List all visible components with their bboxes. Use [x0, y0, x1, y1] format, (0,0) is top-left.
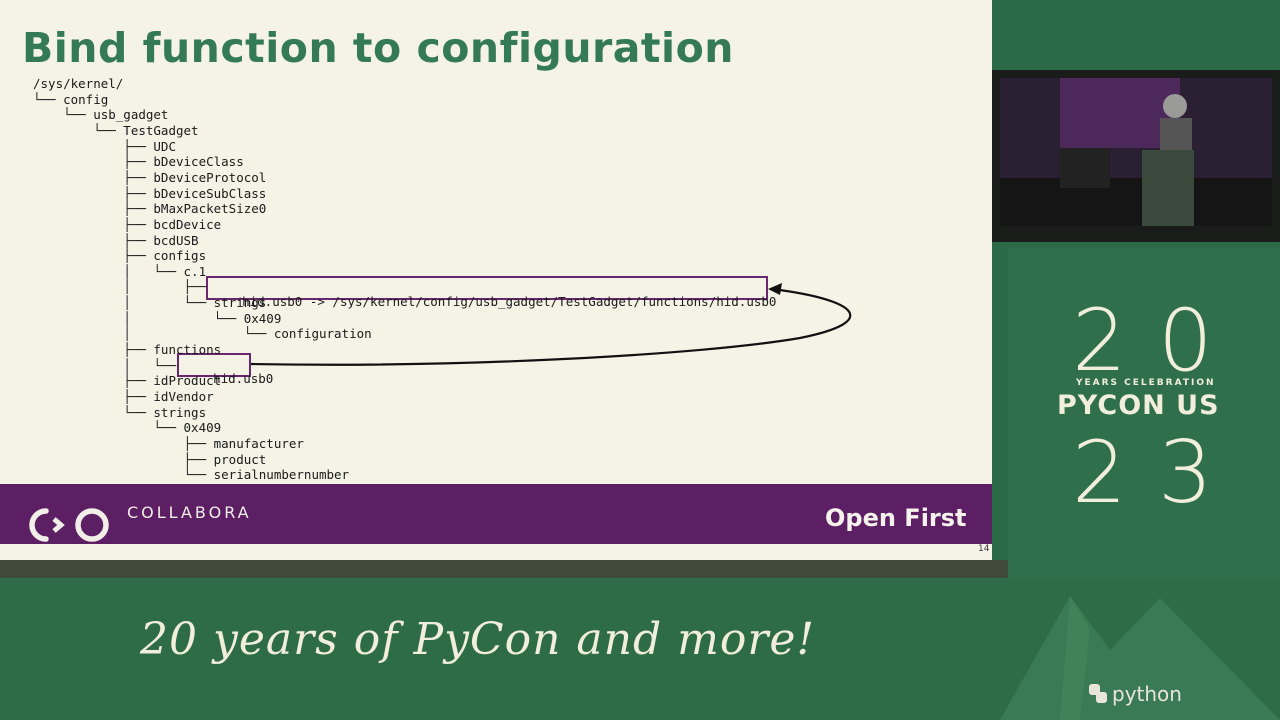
- slide-title: Bind function to configuration: [22, 24, 734, 72]
- collabora-brand: COLLABORA: [127, 503, 252, 522]
- year-digit: 0: [1158, 291, 1213, 391]
- symlink-text: hid.usb0 -> /sys/kernel/config/usb_gadge…: [242, 294, 777, 309]
- year-digit: 3: [1158, 423, 1213, 523]
- tree-node: └── usb_gadget: [33, 107, 169, 123]
- tree-node: ├── UDC: [33, 138, 176, 154]
- year-digit: 2: [1072, 291, 1127, 391]
- function-highlight: hid.usb0: [177, 353, 273, 386]
- tree-node: │ └── 0x409: [33, 310, 282, 326]
- tree-node: ├── bDeviceProtocol: [33, 169, 267, 185]
- pycon-us-label: PYCON US: [1057, 390, 1220, 421]
- tree-node: /sys/kernel/: [33, 76, 124, 91]
- page-number: 14: [978, 544, 990, 554]
- python-logo-icon: [1089, 684, 1107, 703]
- tree-node: ├── bDeviceSubClass: [33, 185, 267, 201]
- bind-arrow: [250, 283, 852, 366]
- tree-node: └── config: [33, 91, 109, 107]
- tree-node: ├── product: [33, 451, 267, 467]
- tree-node: ├── manufacturer: [33, 435, 304, 451]
- tagline: 20 years of PyCon and more!: [140, 614, 816, 665]
- collabora-logo-icon: [29, 508, 109, 542]
- tree-node: └── strings: [33, 404, 207, 420]
- slogan: Open First: [825, 504, 967, 532]
- year-digit: 2: [1072, 423, 1127, 523]
- tree-node: ├── bDeviceClass: [33, 154, 244, 170]
- stage-strip: [0, 560, 1008, 578]
- mountain-decoration-icon: [1000, 596, 1280, 720]
- tree-node: ├── configs: [33, 248, 207, 264]
- python-logo-text: python: [1112, 682, 1182, 706]
- tree-node: ├── idProduct: [33, 373, 222, 389]
- function-text: hid.usb0: [213, 371, 274, 386]
- tree-node: │ ├──: [33, 279, 207, 295]
- slide: Bind function to configuration hid.usb0 …: [0, 0, 992, 560]
- tree-node: ├── functions: [33, 342, 222, 358]
- tree-node: │ └── configuration: [33, 326, 372, 342]
- pycon-brand-panel: [1008, 248, 1280, 580]
- tree-node: │ └── strings: [33, 295, 267, 311]
- years-celebration-label: YEARS CELEBRATION: [1076, 378, 1216, 388]
- speaker-camera-image: [1000, 78, 1272, 226]
- tree-node: └── serialnumbernumber: [33, 467, 350, 483]
- tree-node: └── TestGadget: [33, 122, 199, 138]
- tree-node: ├── bcdDevice: [33, 216, 222, 232]
- tree-node: ├── bMaxPacketSize0: [33, 201, 267, 217]
- tree-node: ├── bcdUSB: [33, 232, 199, 248]
- tree-node: │ └── c.1: [33, 263, 207, 279]
- tree-node: └── 0x409: [33, 420, 222, 436]
- symlink-highlight: hid.usb0 -> /sys/kernel/config/usb_gadge…: [206, 276, 776, 309]
- tree-node: │ └──: [33, 357, 176, 373]
- tree-node: ├── idVendor: [33, 389, 214, 404]
- slide-footer: [0, 484, 992, 544]
